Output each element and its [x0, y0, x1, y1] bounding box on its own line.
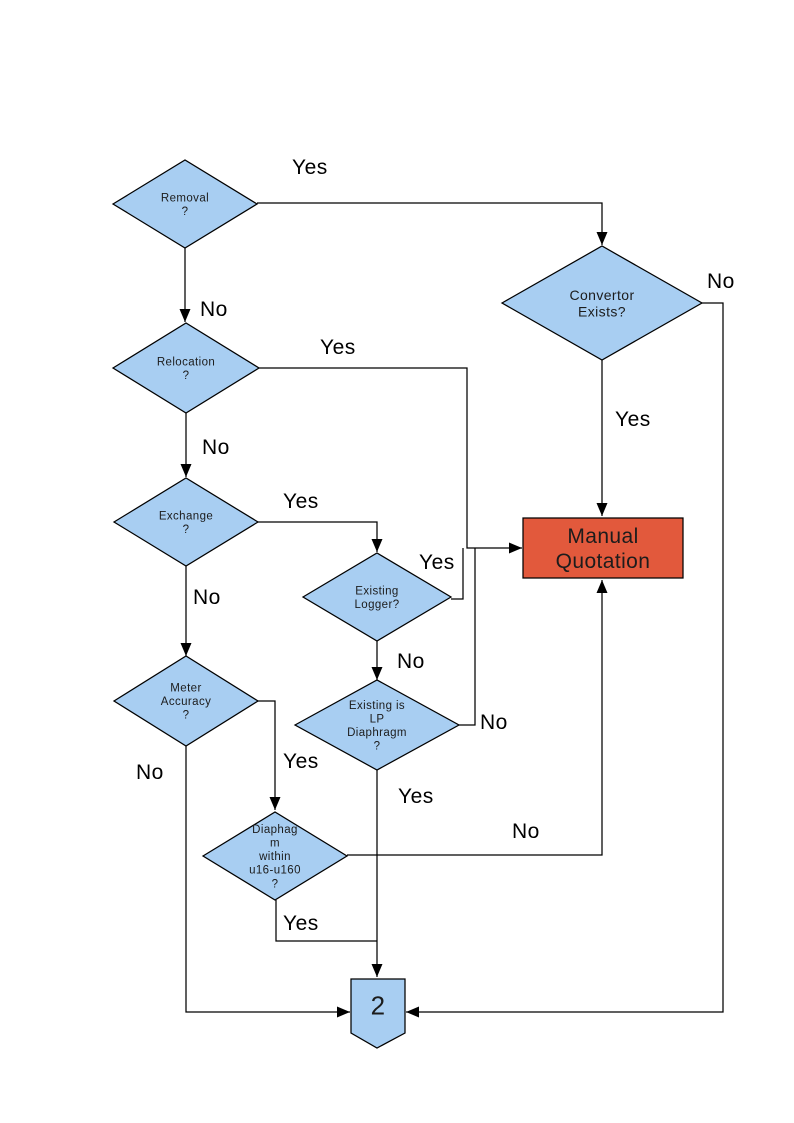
node-label-exchange: Exchange?	[159, 510, 213, 536]
edge-exchange-yes	[258, 521, 378, 552]
decision-diaphragm-within	[201, 811, 349, 901]
edge-label-lp-yes-label: Yes	[398, 785, 434, 808]
node-label-relocation: Relocation?	[157, 356, 215, 382]
edge-label-meter-no-label: No	[136, 761, 164, 784]
decision-existing-logger	[301, 552, 453, 642]
decision-exchange	[112, 477, 260, 567]
node-label-removal: Removal?	[161, 192, 209, 218]
edge-diaphragm-yes	[275, 900, 377, 942]
edge-label-convertor-yes-label: Yes	[615, 408, 651, 431]
edge-diaphragm-no	[347, 580, 603, 856]
arrowhead-convertor-yes	[596, 503, 608, 516]
process-manual-quotation	[522, 517, 684, 579]
edge-label-diaphragm-yes-label: Yes	[283, 912, 319, 935]
edge-label-logger-no-label: No	[397, 650, 425, 673]
offpage-page-2	[350, 978, 406, 1049]
edge-label-convertor-no-label: No	[707, 270, 735, 293]
decision-relocation	[111, 322, 261, 414]
decision-meter-accuracy	[112, 655, 260, 747]
edge-label-relocation-no-label: No	[202, 436, 230, 459]
edge-removal-yes	[257, 202, 603, 245]
edge-label-removal-no-label: No	[200, 298, 228, 321]
edge-label-meter-yes-label: Yes	[283, 750, 319, 773]
arrowhead-relocation-yes	[509, 542, 522, 554]
edge-label-exchange-yes-label: Yes	[283, 490, 319, 513]
edge-logger-yes	[451, 548, 464, 600]
arrowhead-logger-no	[371, 667, 383, 680]
decision-removal	[111, 159, 259, 249]
edge-label-lp-no-label: No	[480, 711, 508, 734]
edge-label-removal-yes-label: Yes	[292, 156, 328, 179]
arrowhead-diaphragm-no	[596, 580, 608, 593]
decision-existing-lp-diaphragm	[293, 679, 461, 771]
arrowhead-exchange-yes	[371, 539, 383, 552]
arrowhead-meter-no	[337, 1006, 350, 1018]
edge-relocation-yes	[259, 367, 522, 549]
edge-label-diaphragm-no-label: No	[512, 820, 540, 843]
decision-convertor-exists	[500, 245, 704, 361]
node-label-page-2: 2	[371, 990, 386, 1020]
edge-lp-no	[459, 548, 476, 726]
arrowhead-relocation-no	[180, 464, 192, 477]
arrowhead-lp-yes	[371, 964, 383, 977]
arrowhead-removal-yes	[596, 232, 608, 245]
edge-meter-no	[185, 746, 350, 1013]
edge-label-logger-yes-label: Yes	[419, 551, 455, 574]
edge-label-relocation-yes-label: Yes	[320, 336, 356, 359]
arrowhead-removal-no	[179, 309, 191, 322]
arrowhead-exchange-no	[180, 643, 192, 656]
edge-label-exchange-no-label: No	[193, 586, 221, 609]
edge-convertor-no	[406, 302, 724, 1013]
arrowhead-meter-yes	[269, 797, 281, 810]
edge-meter-yes	[257, 700, 276, 810]
arrowhead-convertor-no	[406, 1006, 419, 1018]
